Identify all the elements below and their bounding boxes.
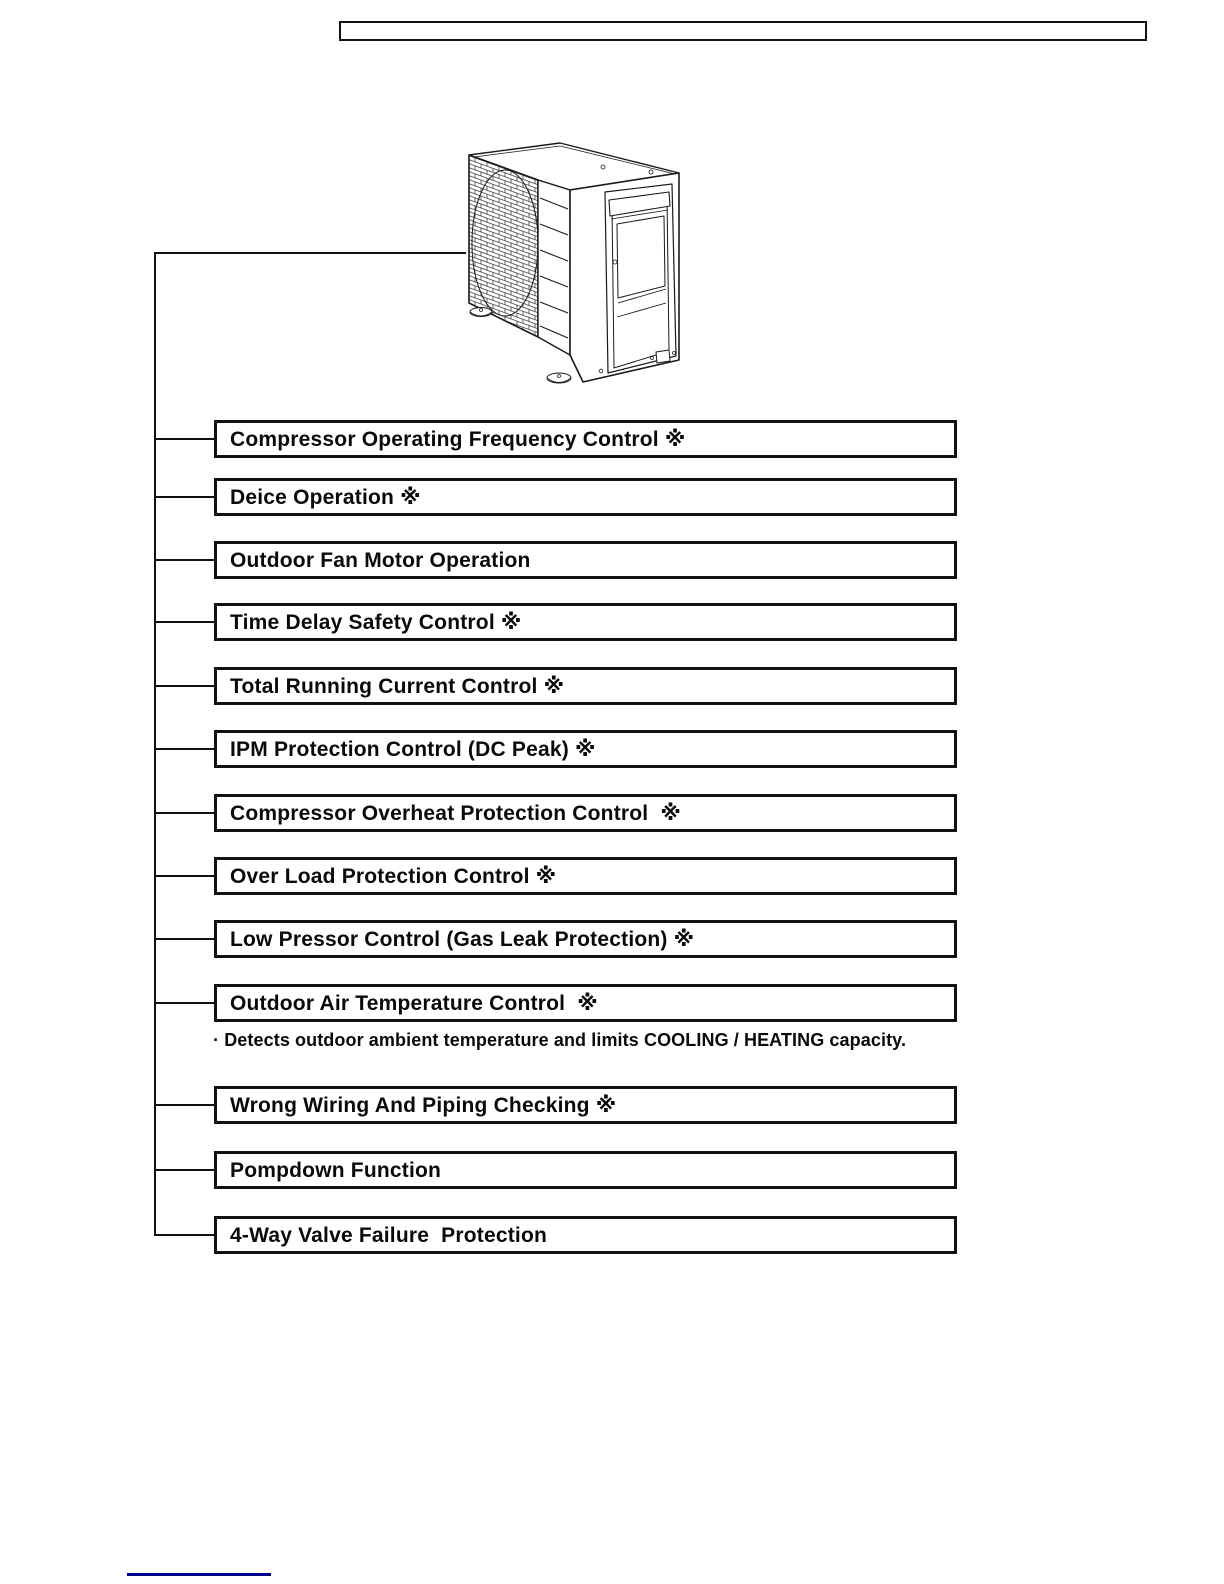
connector-line	[155, 496, 215, 498]
function-box: Time Delay Safety Control ※	[214, 603, 957, 641]
connector-line	[155, 938, 215, 940]
footer-link-line[interactable]	[127, 1573, 271, 1576]
function-box: Outdoor Air Temperature Control ※	[214, 984, 957, 1022]
connector-line	[155, 1104, 215, 1106]
connector-line	[155, 1169, 215, 1171]
function-box-label: Outdoor Air Temperature Control ※	[230, 991, 598, 1015]
connector-line	[155, 1002, 215, 1004]
function-box-label: Pompdown Function	[230, 1158, 442, 1182]
function-box-label: Over Load Protection Control ※	[230, 864, 557, 888]
function-box-label: Deice Operation ※	[230, 485, 421, 509]
function-box-label: Wrong Wiring And Piping Checking ※	[230, 1093, 617, 1117]
function-box-label: IPM Protection Control (DC Peak) ※	[230, 737, 596, 761]
connector-line	[155, 438, 215, 440]
function-box: Compressor Overheat Protection Control ※	[214, 794, 957, 832]
function-box: Compressor Operating Frequency Control ※	[214, 420, 957, 458]
function-box: IPM Protection Control (DC Peak) ※	[214, 730, 957, 768]
function-box: Pompdown Function	[214, 1151, 957, 1189]
door-window	[616, 215, 666, 299]
connector-line	[155, 875, 215, 877]
function-box: Over Load Protection Control ※	[214, 857, 957, 895]
function-box-label: Compressor Overheat Protection Control ※	[230, 801, 682, 825]
function-box: Low Pressor Control (Gas Leak Protection…	[214, 920, 957, 958]
connector-line	[155, 621, 215, 623]
name-plate	[655, 349, 671, 364]
unit-foot-front	[469, 307, 493, 317]
function-box: Wrong Wiring And Piping Checking ※	[214, 1086, 957, 1124]
unit-louver-face	[537, 179, 571, 356]
connector-line	[155, 559, 215, 561]
outdoor-unit-illustration	[468, 142, 680, 384]
function-box: Deice Operation ※	[214, 478, 957, 516]
door-visor	[608, 191, 671, 217]
function-box-label: 4-Way Valve Failure Protection	[230, 1223, 548, 1247]
function-box-label: Low Pressor Control (Gas Leak Protection…	[230, 927, 695, 951]
fan-circle	[471, 169, 538, 317]
tree-vertical-line	[154, 252, 156, 1236]
connector-line	[155, 812, 215, 814]
connector-line	[155, 1234, 215, 1236]
connector-line	[155, 748, 215, 750]
title-box	[339, 21, 1147, 41]
root-connector-line	[154, 252, 466, 254]
function-box: Outdoor Fan Motor Operation	[214, 541, 957, 579]
function-box: 4-Way Valve Failure Protection	[214, 1216, 957, 1254]
function-box-label: Time Delay Safety Control ※	[230, 610, 522, 634]
function-box-label: Total Running Current Control ※	[230, 674, 565, 698]
connector-line	[155, 685, 215, 687]
function-box-label: Compressor Operating Frequency Control ※	[230, 427, 686, 451]
function-box: Total Running Current Control ※	[214, 667, 957, 705]
note-text: · Detects outdoor ambient temperature an…	[213, 1030, 907, 1050]
function-box-label: Outdoor Fan Motor Operation	[230, 548, 531, 572]
unit-foot-rear	[546, 372, 572, 384]
